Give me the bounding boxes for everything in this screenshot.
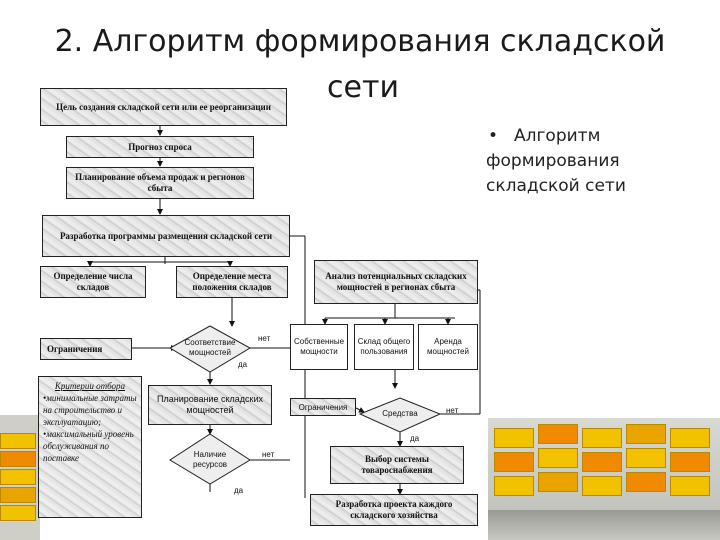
project-box: Разработка проекта каждого складского хо… [310, 494, 478, 526]
yes-label-2: да [410, 434, 420, 443]
bullet-marker: • [488, 126, 499, 146]
location-box: Определение места положения складов [176, 266, 288, 298]
sales-planning-box: Планирование объема продаж и регионов сб… [66, 167, 254, 199]
criteria-item-1: •минимальные затраты на строительство и … [43, 393, 137, 427]
criteria-item-2: •максимальный уровень обслуживания по по… [43, 429, 134, 463]
goal-box: Цель создания складской сети или ее реор… [40, 88, 287, 126]
restrictions-right-box: Ограничения [290, 398, 356, 416]
restrictions-left-box: Ограничения [40, 338, 132, 360]
supply-system-box: Выбор системы товароснабжения [330, 446, 464, 484]
forecast-box: Прогноз спроса [66, 136, 254, 158]
bullet-text: Алгоритм формирования складской сети [486, 126, 626, 196]
page-title-line2: сети [327, 70, 399, 105]
decision-conformity-shape [168, 325, 252, 373]
criteria-title: Критерии отбора [54, 381, 126, 391]
decision-funds-shape [358, 397, 442, 433]
no-label-1: нет [258, 334, 271, 343]
own-capacity-box: Собственные мощности [290, 324, 348, 370]
rent-capacity-box: Аренда мощностей [418, 324, 478, 370]
page-title-line1: 2. Алгоритм формирования складской [54, 24, 666, 59]
bullet-point: • Алгоритм формирования складской сети [486, 124, 686, 199]
no-label-2: нет [446, 406, 459, 415]
decision-resources-shape [169, 433, 251, 485]
program-box: Разработка программы размещения складско… [42, 215, 290, 257]
yes-label-3: да [234, 486, 244, 495]
resources-decision: Наличие ресурсов [192, 450, 228, 469]
yes-label-1: да [238, 360, 248, 369]
warehouse-count-box: Определение числа складов [40, 266, 146, 298]
warehouse-photo-left [0, 415, 40, 540]
analysis-box: Анализ потенциальных складских мощностей… [314, 260, 478, 304]
warehouse-photo-right [488, 418, 720, 540]
conformity-decision: Соответствие мощностей [184, 338, 236, 357]
public-warehouse-box: Склад общего пользования [354, 324, 414, 370]
funds-decision: Средства [382, 409, 418, 418]
no-label-3: нет [262, 450, 275, 459]
criteria-box: Критерии отбора •минимальные затраты на … [38, 376, 142, 518]
capacity-planning-box: Планирование складских мощностей [148, 385, 272, 425]
